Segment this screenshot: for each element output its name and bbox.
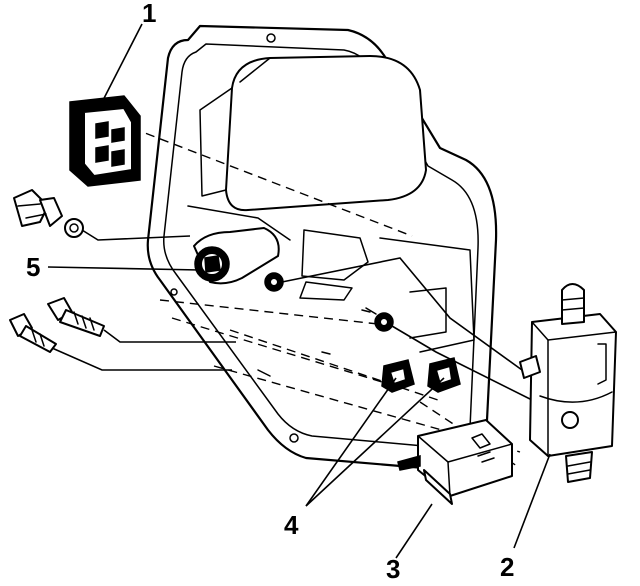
callout-3: 3	[386, 554, 400, 584]
cable-gland	[13, 189, 191, 241]
callout-5: 5	[26, 252, 40, 282]
mounting-bolts	[9, 297, 236, 371]
callout-1: 1	[142, 0, 156, 28]
callout-2: 2	[500, 552, 514, 582]
relay-socket	[69, 95, 141, 187]
panel-screw-bottom	[289, 433, 299, 443]
cable-grommet	[193, 227, 280, 285]
panel-fasteners	[264, 257, 541, 405]
pump-unit	[519, 283, 617, 483]
relay	[397, 419, 513, 505]
retaining-clips	[381, 357, 461, 393]
callout-4: 4	[284, 510, 299, 540]
gland-nut	[64, 218, 84, 238]
control-unit-housing	[199, 55, 427, 212]
panel-screw-left	[170, 288, 178, 296]
callout-leaders	[47, 23, 551, 559]
pump-terminal	[561, 411, 579, 429]
mounting-bracket	[187, 205, 475, 377]
panel-screw-top	[266, 33, 276, 43]
